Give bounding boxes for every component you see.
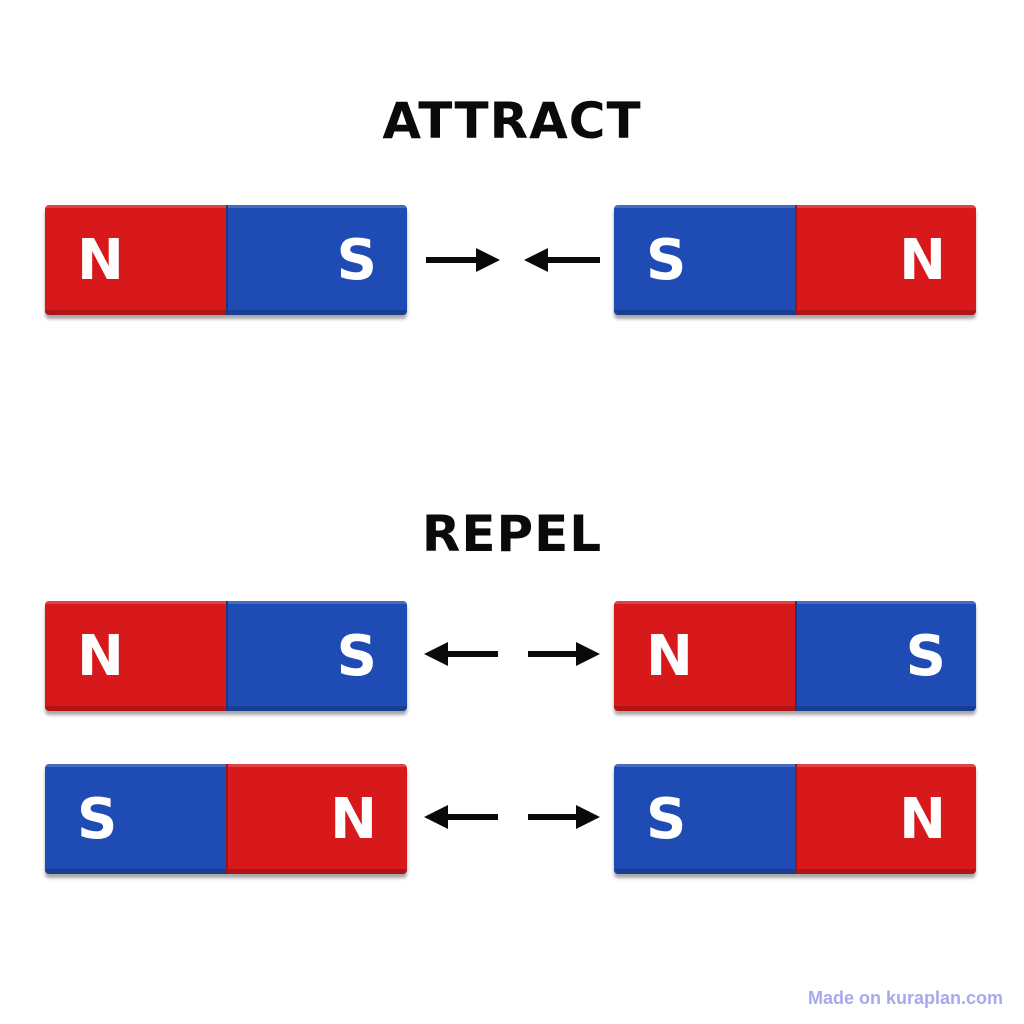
repel-heading: REPEL (421, 505, 603, 563)
south-pole: S (45, 764, 226, 874)
north-pole: N (614, 601, 795, 711)
north-pole: N (795, 205, 976, 315)
north-pole: N (795, 764, 976, 874)
south-pole: S (226, 205, 407, 315)
repel-row2-arrows (412, 797, 612, 837)
north-pole: N (45, 205, 226, 315)
arrow-right-icon (528, 642, 600, 666)
repel-row1-left-magnet: N S (45, 601, 407, 711)
south-pole: S (614, 764, 795, 874)
attract-right-magnet: S N (614, 205, 976, 315)
repel-row2-left-magnet: S N (45, 764, 407, 874)
arrow-left-icon (524, 248, 600, 272)
arrow-right-icon (528, 805, 600, 829)
watermark: Made on kuraplan.com (807, 988, 1003, 1008)
south-pole: S (795, 601, 976, 711)
attract-heading: ATTRACT (382, 92, 642, 150)
repel-row1-right-magnet: N S (614, 601, 976, 711)
attract-left-magnet: N S (45, 205, 407, 315)
south-pole: S (226, 601, 407, 711)
north-pole: N (45, 601, 226, 711)
repel-row1-arrows (412, 634, 612, 674)
south-pole: S (614, 205, 795, 315)
repel-row2-right-magnet: S N (614, 764, 976, 874)
arrow-left-icon (424, 805, 498, 829)
arrow-left-icon (424, 642, 498, 666)
arrow-right-icon (426, 248, 500, 272)
north-pole: N (226, 764, 407, 874)
attract-arrows (412, 240, 612, 280)
